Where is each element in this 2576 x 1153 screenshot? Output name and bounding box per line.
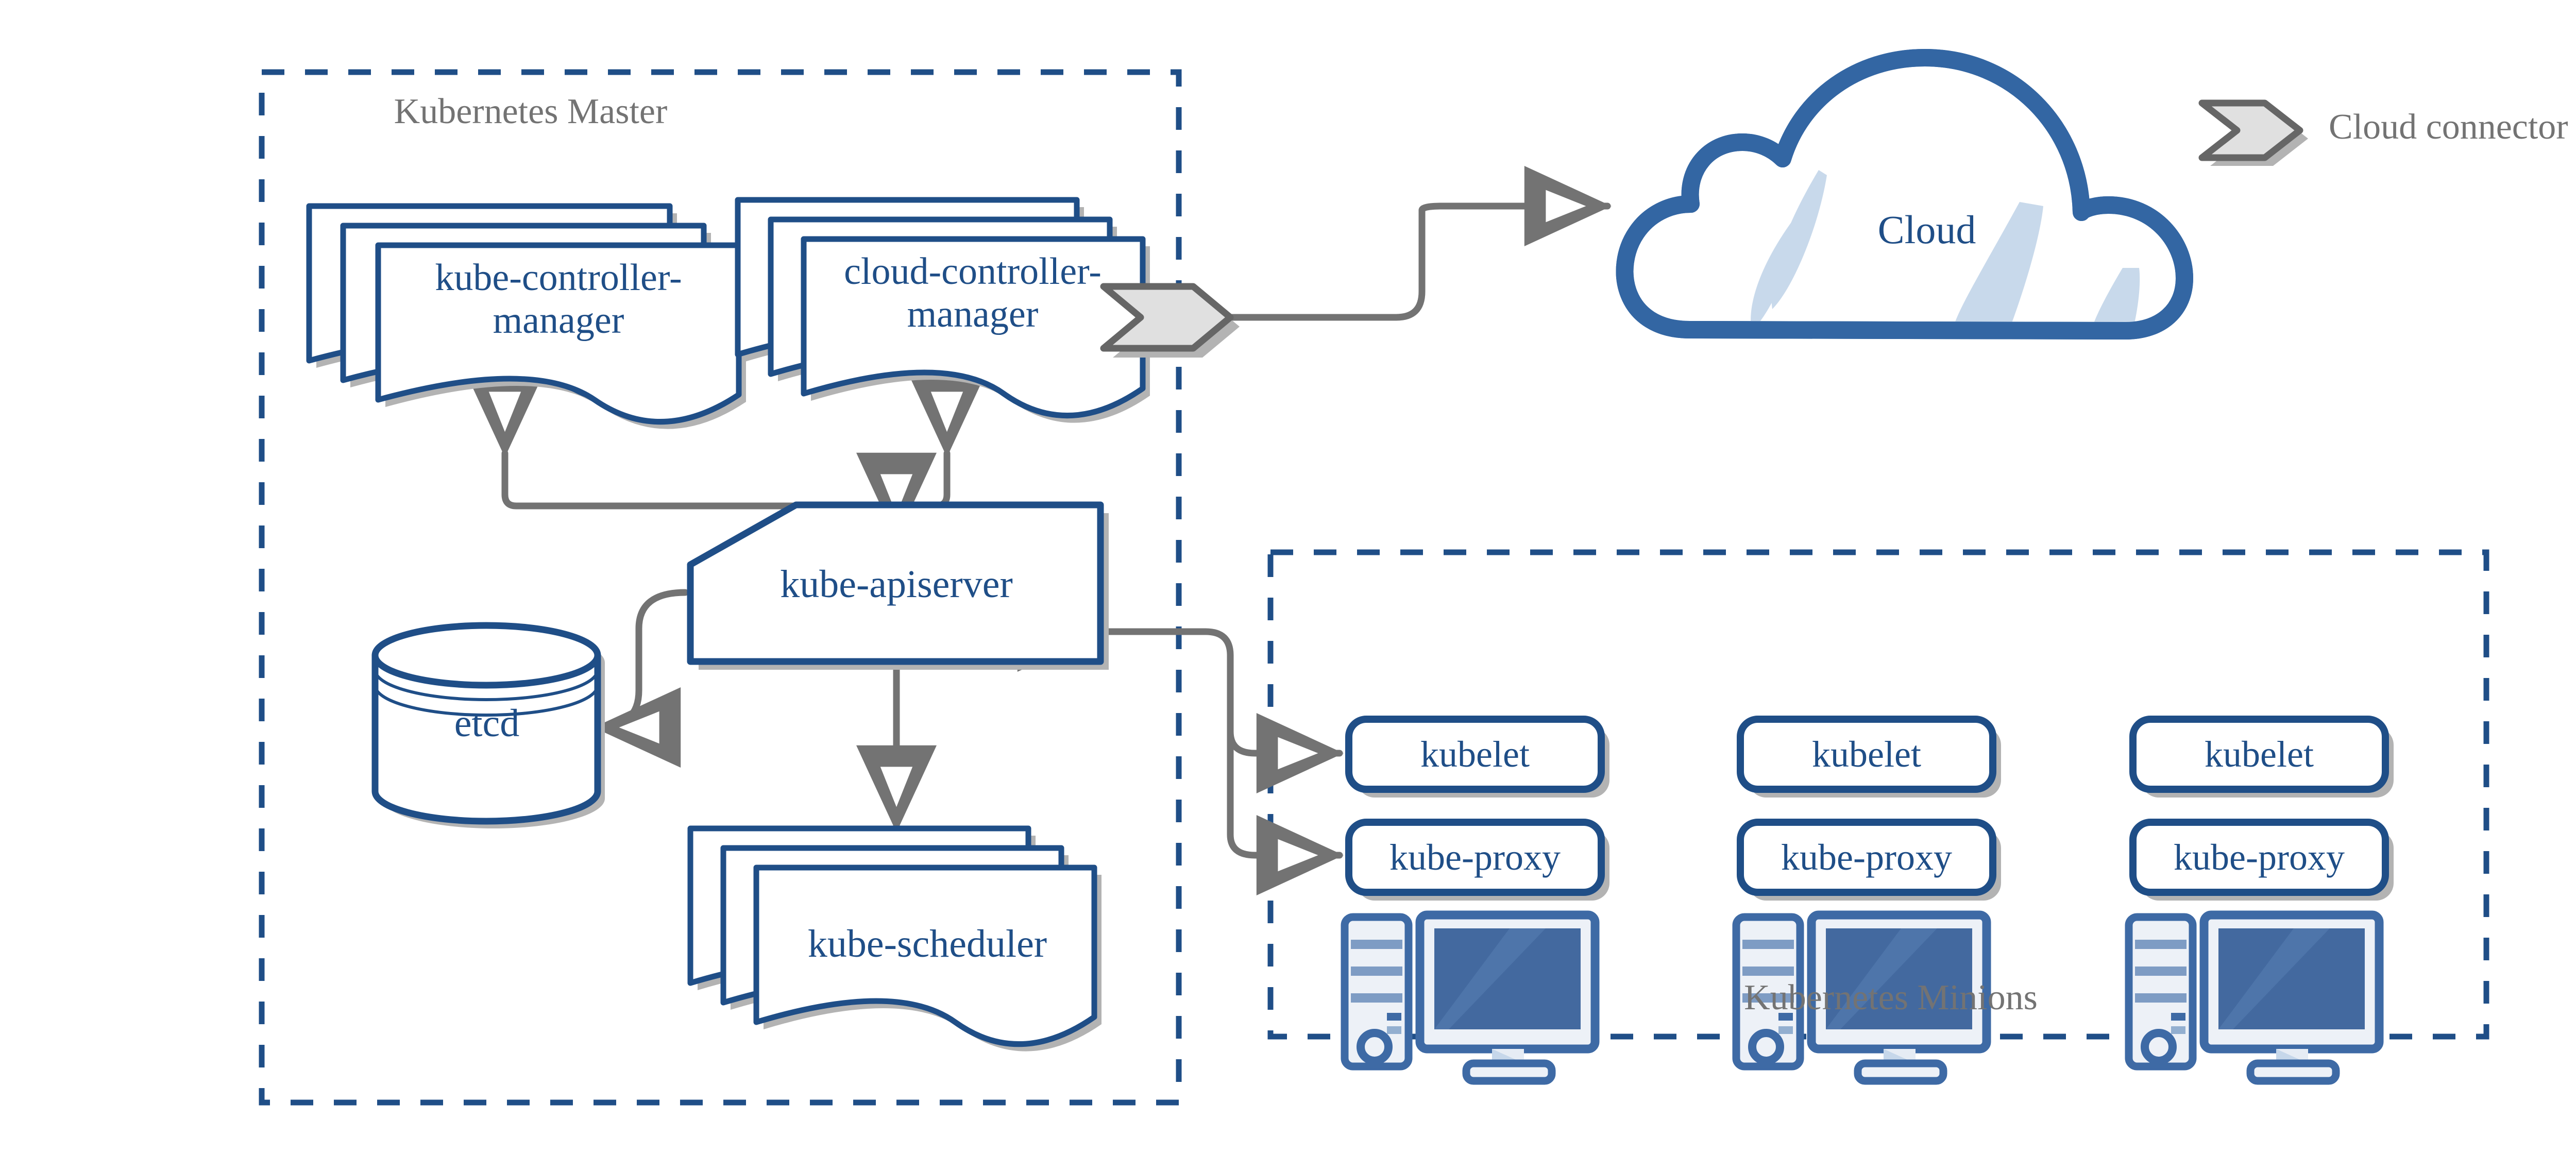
master-title: Kubernetes Master	[394, 92, 668, 131]
desktop-computer-icon-2	[1732, 910, 1991, 1085]
minions-title: Kubernetes Minions	[1744, 978, 2038, 1018]
kubelet-box-2[interactable]	[1737, 716, 2001, 798]
etcd-node[interactable]	[371, 622, 605, 828]
master-boundary	[259, 69, 1182, 1106]
cloud-controller-manager-node[interactable]	[735, 197, 1150, 423]
kubelet-box-1[interactable]	[1345, 716, 1609, 798]
kube-proxy-box-1[interactable]	[1345, 819, 1609, 901]
legend-label: Cloud connector	[2329, 107, 2568, 147]
cloud-node[interactable]	[1616, 49, 2193, 340]
kubelet-box-3[interactable]	[2129, 716, 2394, 798]
desktop-computer-icon-3	[2125, 910, 2384, 1085]
kube-proxy-box-3[interactable]	[2129, 819, 2394, 901]
minion-node-2[interactable]	[1732, 716, 2001, 1085]
kube-controller-manager-node[interactable]	[306, 203, 746, 429]
cloud-connector-chevron-icon	[1100, 283, 1240, 358]
kube-scheduler-node[interactable]	[687, 825, 1101, 1052]
legend-cloud-connector-icon	[2198, 99, 2308, 166]
minion-node-3[interactable]	[2125, 716, 2394, 1085]
desktop-computer-icon-1	[1341, 910, 1600, 1085]
kube-proxy-box-2[interactable]	[1737, 819, 2001, 901]
kube-apiserver-node[interactable]	[687, 501, 1109, 670]
minion-node-1[interactable]	[1341, 716, 1609, 1085]
